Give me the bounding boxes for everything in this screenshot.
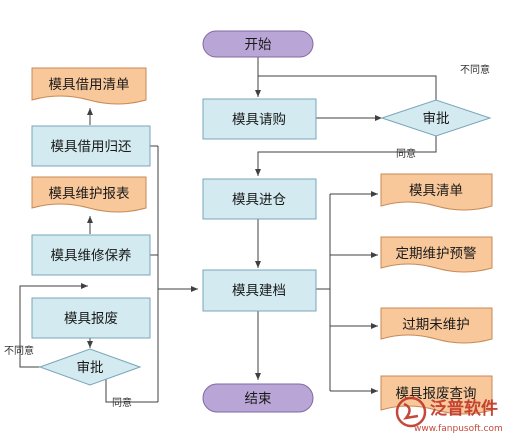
end-label: 结束: [245, 391, 272, 407]
start-label: 开始: [245, 37, 272, 53]
edge-approve-agree: [255, 136, 437, 176]
maint-service-node: 模具维修保养: [31, 234, 151, 276]
stock-in-label: 模具进仓: [232, 192, 286, 208]
borrow-return-label: 模具借用归还: [51, 138, 132, 155]
maint-report-node: 模具维护报表: [31, 176, 147, 213]
left-disagree-label: 不同意: [4, 344, 34, 357]
scrap-label: 模具报废: [64, 311, 118, 327]
overdue-maint-node: 过期未维护: [380, 307, 493, 344]
archive-label: 模具建档: [232, 283, 286, 299]
maint-warning-node: 定期维护预警: [380, 236, 493, 273]
watermark-brand: 泛普软件: [430, 398, 498, 419]
approve-left-label: 审批: [77, 360, 104, 376]
watermark: 泛普软件 www.fanpusoft.com: [395, 396, 503, 434]
borrow-list-node: 模具借用清单: [31, 67, 147, 105]
maint-report-label: 模具维护报表: [49, 186, 130, 202]
scrap-node: 模具报废: [31, 297, 151, 339]
archive-node: 模具建档: [202, 269, 317, 312]
mold-list-node: 模具清单: [380, 173, 493, 211]
scrap-query-node: 模具报废查询: [380, 375, 493, 415]
borrow-list-label: 模具借用清单: [49, 77, 130, 93]
maint-service-label: 模具维修保养: [51, 248, 132, 264]
purchase-label: 模具请购: [232, 112, 286, 128]
edge-approve-disagree: [257, 75, 437, 101]
start-node: 开始: [202, 30, 314, 58]
connectors: [19, 57, 437, 403]
stock-in-node: 模具进仓: [202, 178, 317, 220]
top-disagree-label: 不同意: [460, 63, 490, 76]
borrow-return-node: 模具借用归还: [31, 125, 151, 167]
approve-top-node: 审批: [380, 99, 492, 137]
end-node: 结束: [202, 383, 314, 413]
edge-left-disagree: [19, 283, 88, 368]
mold-list-label: 模具清单: [409, 183, 463, 199]
approve-top-label: 审批: [423, 111, 450, 127]
purchase-node: 模具请购: [202, 98, 317, 140]
watermark-url: www.fanpusoft.com: [414, 424, 503, 434]
approve-left-node: 审批: [38, 348, 142, 386]
left-agree-label: 同意: [112, 396, 132, 409]
maint-warning-label: 定期维护预警: [396, 246, 477, 262]
edge-archive-docs: [316, 194, 331, 391]
watermark-mark-icon: [402, 402, 419, 420]
overdue-maint-label: 过期未维护: [402, 317, 470, 333]
top-agree-label: 同意: [396, 147, 416, 160]
watermark-logo-icon: [395, 396, 427, 428]
